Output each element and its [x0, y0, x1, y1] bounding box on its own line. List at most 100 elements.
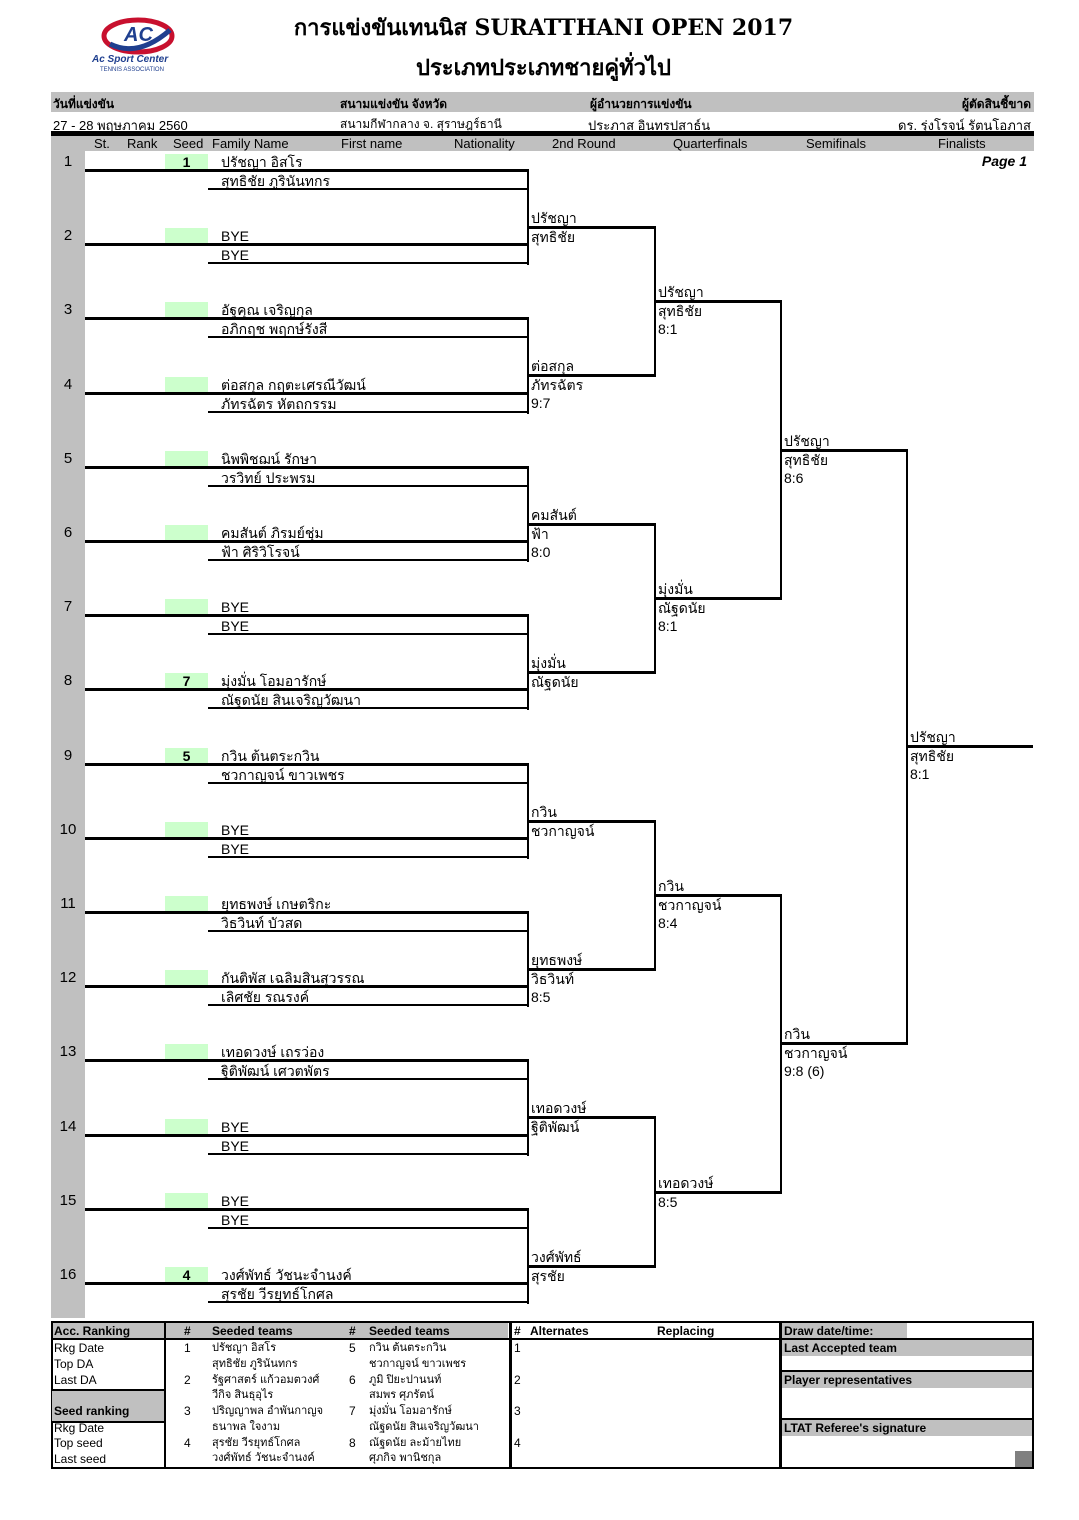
winner-name-1: ปรัชญา: [784, 432, 830, 449]
player-1-name: BYE: [221, 1192, 250, 1209]
winner-name-1: มุ่งมั่น: [531, 655, 566, 672]
seed-number: 1: [184, 1341, 191, 1355]
winner-name-2: สุทธิชัย: [658, 303, 703, 320]
winner-name-1: เทอดวงษ์: [658, 1174, 714, 1191]
column-header: Quarterfinals: [673, 136, 748, 151]
player-1-line: [85, 169, 528, 172]
row-number: 14: [59, 1117, 77, 1135]
player-1-line: [85, 1282, 528, 1285]
winner-name-2: ชวกาญจน์: [784, 1045, 848, 1062]
winner-name-1: ปรัชญา: [658, 284, 704, 301]
player-1-name: ต่อสกุล กฤตะเศรณีวัฒน์: [221, 376, 366, 393]
player-1-name: คมสันต์ ภิรมย์ชุ่ม: [221, 525, 324, 541]
column-header: Family Name: [212, 136, 289, 151]
match-line: [527, 374, 656, 378]
column-header: Nationality: [454, 136, 515, 151]
seeded-team-player: ปริญญาพล อำพันกาญจ: [212, 1405, 324, 1417]
player-1-line: [85, 836, 528, 840]
player-2-line: [208, 262, 528, 265]
player-2-name: BYE: [221, 247, 250, 264]
seeded-team-player: ชวกาญจน์ ขาวเพชร: [369, 1357, 467, 1370]
match-line: [527, 226, 656, 229]
seed-cell: 5: [165, 747, 208, 764]
seed-number: 4: [184, 1435, 191, 1450]
winner-name-2: ภัทรฉัตร: [531, 377, 584, 394]
seeded-team-player: ศุภกิจ พานิชกุล: [369, 1452, 442, 1464]
seed-cell: 4: [165, 1267, 208, 1283]
bracket-connector: [527, 317, 529, 414]
match-line: [654, 893, 782, 897]
page-subtitle: ประเภทประเภทชายคู่ทั่วไป: [415, 55, 672, 81]
match-line: [527, 1264, 656, 1268]
seed-row: Rkg Date: [54, 1421, 105, 1435]
winner-name-1: วงศ์พัทธ์: [531, 1248, 582, 1265]
bracket-connector: [527, 1207, 529, 1304]
seeded-teams-header: Seeded teams: [369, 1324, 450, 1338]
seed-cell: [165, 1118, 208, 1135]
winner-name-2: วิธวินท์: [531, 971, 575, 987]
winner-name-1: มุ่งมั่น: [658, 581, 693, 597]
winner-name-1: ปรัชญา: [531, 210, 577, 226]
seed-cell: [165, 302, 208, 319]
bracket-connector: [527, 614, 529, 711]
row-number: 10: [59, 820, 77, 838]
player-1-line: [85, 688, 528, 692]
seeded-team-player: ภูมิ ปิยะปานนท์: [369, 1373, 442, 1386]
match-line: [527, 671, 656, 675]
player-1-line: [85, 762, 528, 766]
row-number-column: [51, 151, 85, 1318]
alternate-number: 1: [514, 1341, 521, 1355]
player-1-line: [85, 614, 528, 618]
column-header-bar: [51, 136, 1034, 151]
player-2-line: [208, 1078, 528, 1081]
draw-datetime-label: Draw date/time:: [784, 1324, 874, 1338]
player-2-line: [208, 336, 528, 339]
info-value: ประภาส อินทรปสาธ์น: [588, 118, 711, 133]
hash-header: #: [349, 1324, 356, 1338]
seeded-team-player: ณัฐดนัย สินเจริญวัฒนา: [369, 1420, 479, 1433]
signature-marker: [1015, 1451, 1032, 1467]
row-number: 15: [59, 1191, 77, 1209]
alternate-number: 3: [514, 1404, 521, 1418]
column-header: Rank: [127, 136, 158, 151]
player-2-line: [208, 1301, 528, 1303]
player-1-name: อัฐคุณ เจริญกุล: [221, 302, 313, 319]
winner-name-2: ณัฐดนัย: [658, 600, 706, 616]
player-2-line: [208, 484, 528, 487]
winner-name-2: ฐิติพัฒน์: [531, 1119, 580, 1136]
winner-name-2: สุทธิชัย: [910, 748, 955, 765]
seed-cell: [165, 1044, 208, 1061]
player-1-line: [85, 985, 528, 989]
winner-name-2: 8:5: [658, 1193, 678, 1210]
match-score: 9:8 (6): [784, 1063, 825, 1080]
row-number: 3: [63, 301, 73, 319]
player-2-line: [208, 707, 528, 710]
player-2-name: เลิศชัย รณรงค์: [221, 989, 310, 1006]
player-1-line: [85, 243, 528, 247]
player-2-name: ณัฐดนัย สินเจริญวัฒนา: [221, 692, 361, 709]
info-label: ผู้ตัดสินชี้ขาด: [961, 97, 1031, 111]
seeded-team-player: รัฐศาสตร์ แก้วอมตวงศ์: [212, 1373, 320, 1386]
match-score: 8:1: [658, 321, 678, 338]
seed-cell: [165, 376, 208, 393]
last-accepted-label: Last Accepted team: [784, 1341, 897, 1355]
player-1-line: [85, 1059, 528, 1063]
player-2-name: วิธวินท์ บัวสด: [221, 915, 303, 931]
row-number: 12: [59, 969, 77, 987]
logo: AC Ac Sport Center TENNIS ASSOCIATION: [88, 14, 188, 76]
bracket-connector: [527, 911, 529, 1008]
player-2-name: ชวกาญจน์ ขาวเพชร: [221, 766, 345, 783]
seed-cell: 1: [165, 154, 208, 170]
player-2-line: [208, 410, 528, 413]
winner-name-1: ยุทธพงษ์: [531, 952, 583, 968]
player-1-name: BYE: [221, 1118, 250, 1135]
match-score: 9:7: [531, 395, 551, 412]
player-1-name: ปรัชญา อิสโร: [221, 154, 303, 170]
info-label: วันที่แข่งขัน: [53, 97, 115, 111]
seed-cell: [165, 1192, 208, 1209]
player-1-name: ยุทธพงษ์ เกษตริกะ: [221, 896, 332, 912]
player-2-line: [208, 633, 528, 636]
row-number: 5: [63, 449, 73, 467]
winner-name-1: กวิน: [531, 803, 557, 820]
winner-name-1: กวิน: [658, 877, 684, 894]
